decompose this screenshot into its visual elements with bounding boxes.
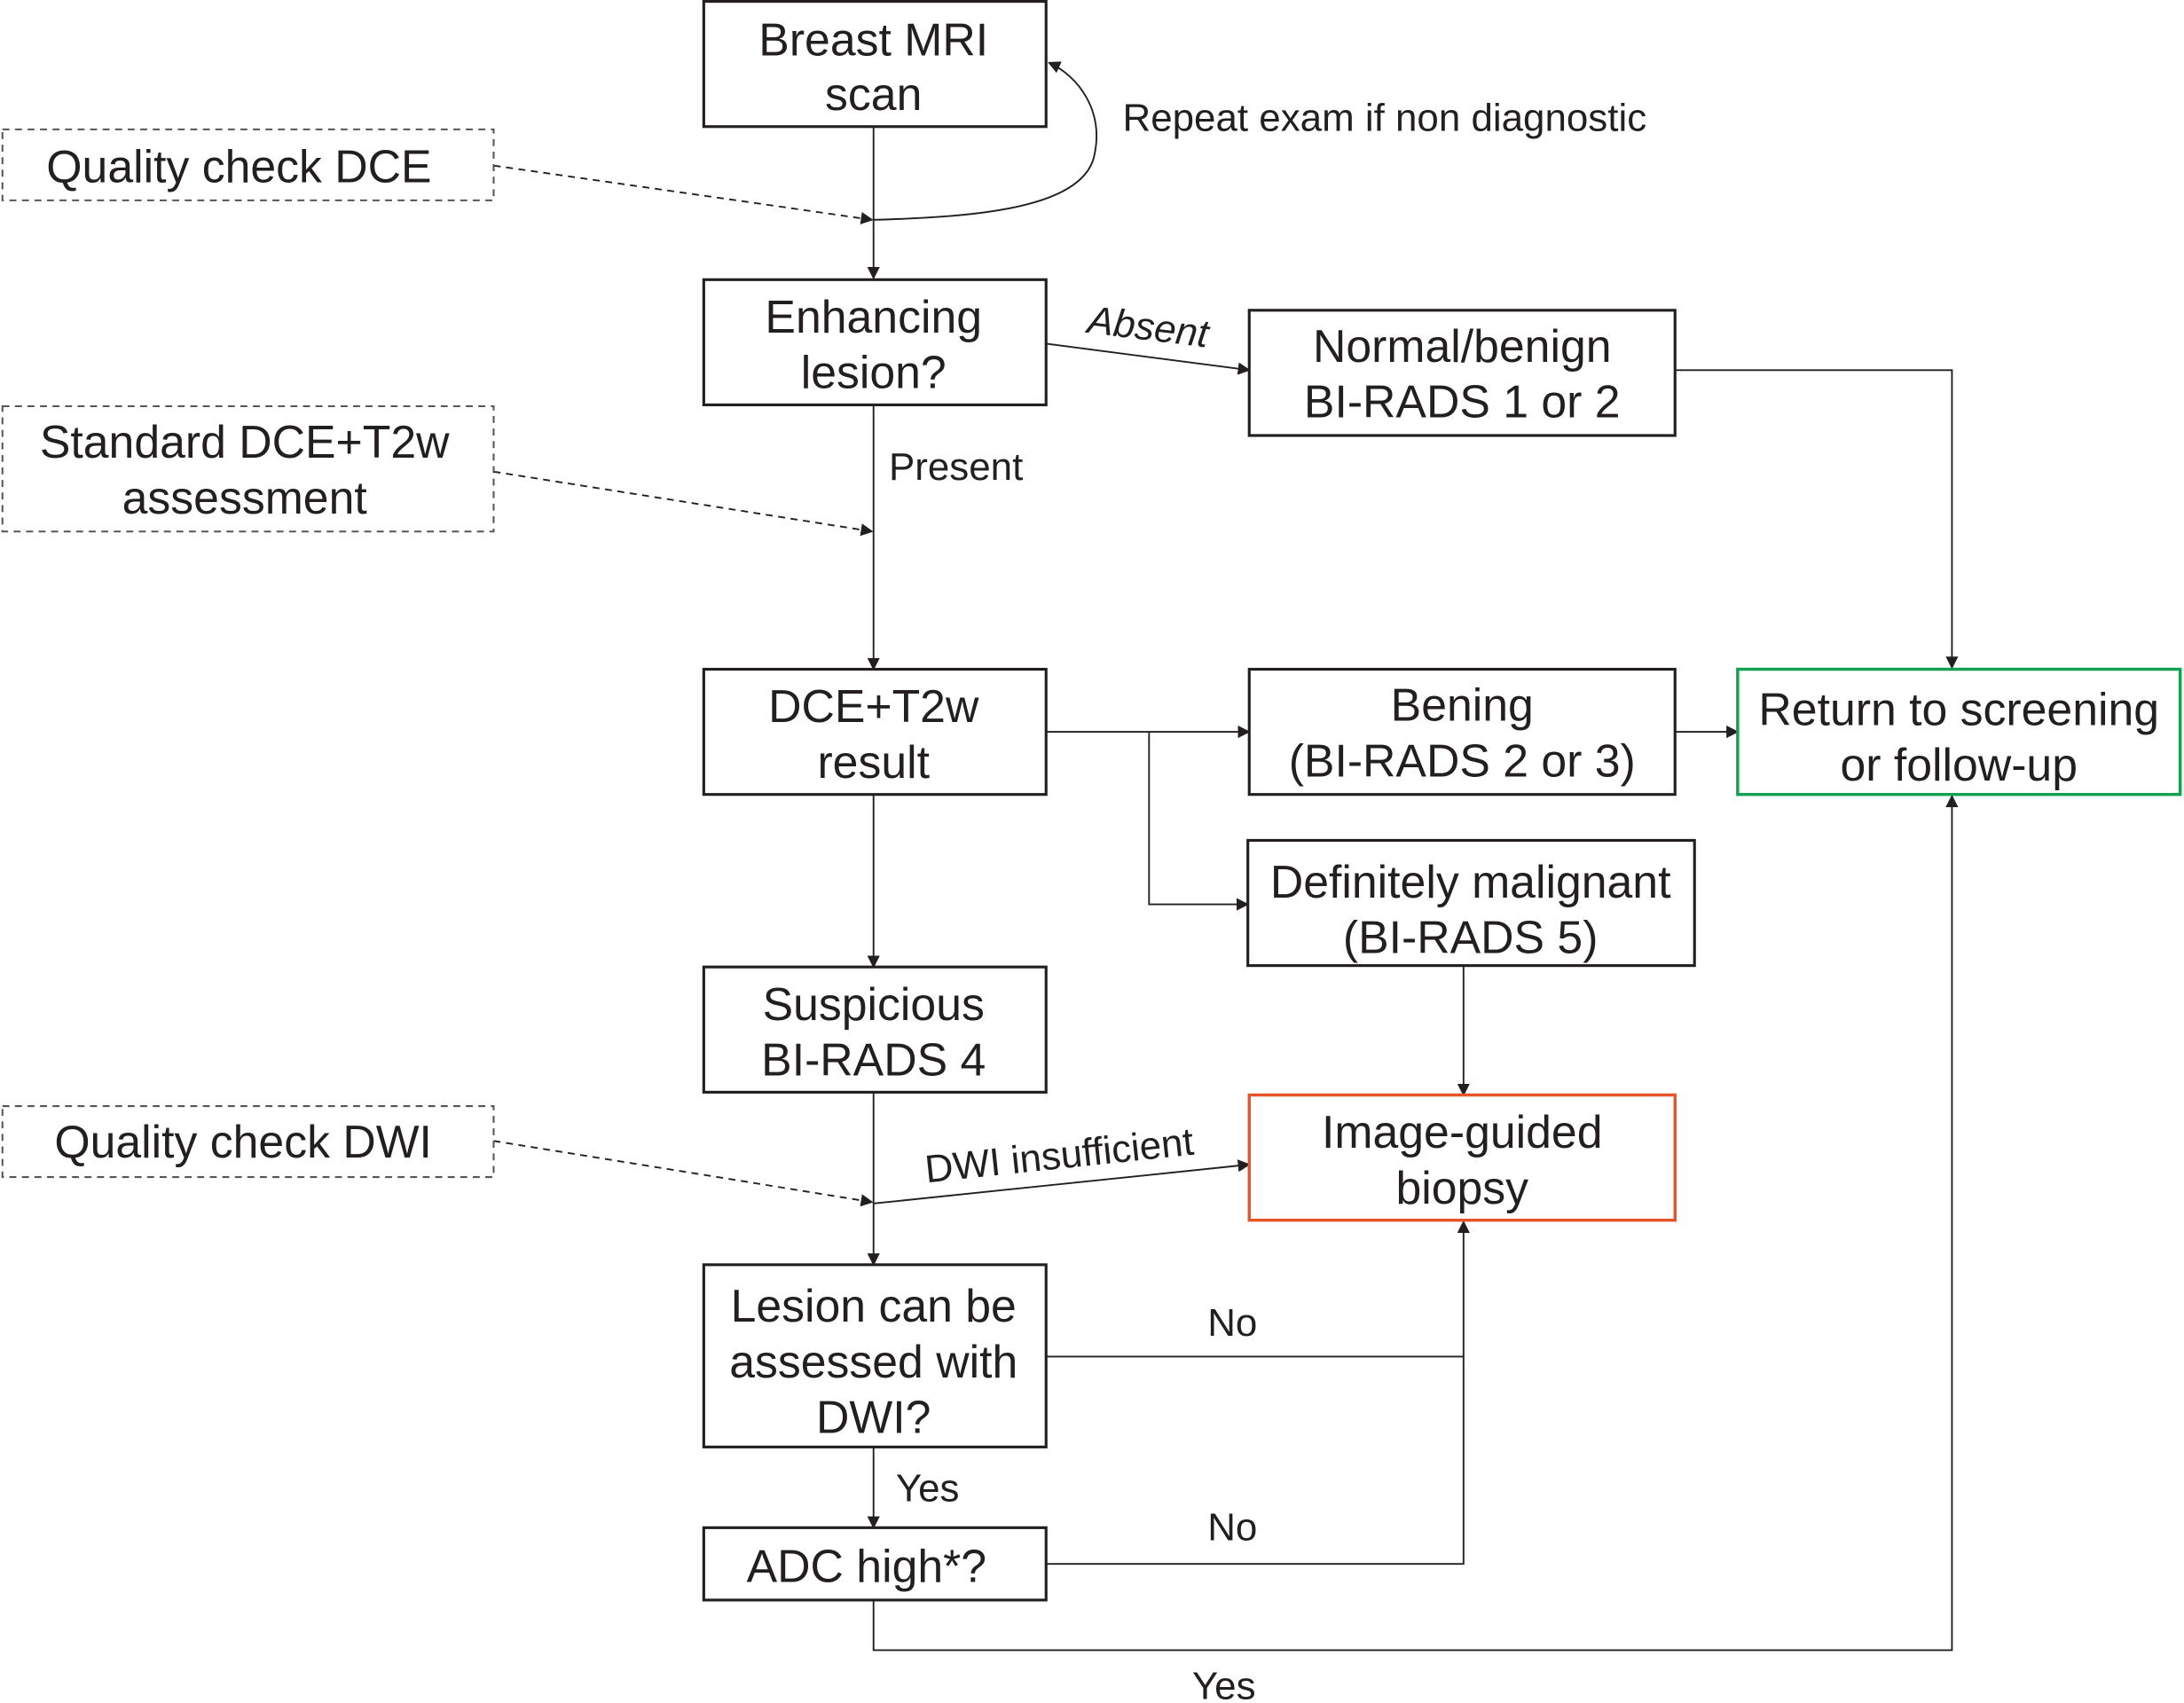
label-yes-assess: Yes (896, 1467, 960, 1511)
edge-normal-to-return (1675, 369, 1959, 670)
node-text: Return to screening (1758, 683, 2159, 734)
label-no-adc: No (1207, 1505, 1257, 1549)
connectors (493, 61, 1959, 1652)
note-text: Quality check DCE (46, 140, 431, 192)
node-text: Image-guided (1322, 1106, 1602, 1158)
note-text: assessment (122, 472, 367, 523)
node-dwi-assessable: Lesion can be assessed with DWI? (702, 1263, 1048, 1448)
node-text: lesion? (801, 347, 947, 398)
node-text: scan (825, 68, 922, 120)
node-return-to-screening: Return to screening or follow-up (1736, 667, 2182, 797)
node-enhancing-lesion: Enhancing lesion? (702, 278, 1048, 407)
dashed-edge-qc-dwi (493, 1140, 874, 1207)
node-text: (BI-RADS 5) (1343, 912, 1599, 963)
edge-dwi-insufficient (873, 1159, 1251, 1205)
node-text: biopsy (1395, 1162, 1528, 1213)
node-text: Breast MRI (758, 14, 988, 66)
note-text: Quality check DWI (54, 1116, 432, 1167)
edge-repeat-loop (873, 61, 1097, 221)
node-text: or follow-up (1841, 739, 2078, 790)
node-text: Bening (1391, 679, 1534, 731)
node-text: Enhancing (765, 291, 982, 342)
node-text: (BI-RADS 2 or 3) (1289, 734, 1636, 786)
node-text: assessed with (729, 1336, 1017, 1387)
label-no-assess: No (1207, 1301, 1257, 1345)
label-yes-adc: Yes (1192, 1664, 1256, 1703)
node-text: DWI? (816, 1392, 931, 1443)
note-standard-assessment: Standard DCE+T2w assessment (1, 405, 495, 533)
node-mri-scan: Breast MRI scan (702, 0, 1048, 129)
node-definitely-malignant: Definitely malignant (BI-RADS 5) (1246, 838, 1696, 968)
node-dce-result: DCE+T2w result (702, 667, 1048, 797)
label-present: Present (889, 445, 1023, 489)
dashed-edge-qc-dce (493, 164, 874, 225)
node-text: BI-RADS 1 or 2 (1304, 376, 1621, 428)
edge-enhancing-absent (1046, 342, 1251, 375)
node-suspicious: Suspicious BI-RADS 4 (702, 965, 1048, 1094)
node-normal-benign: Normal/benign BI-RADS 1 or 2 (1247, 309, 1677, 437)
edge-adc-no-to-biopsy (1046, 1356, 1465, 1566)
node-bening: Bening (BI-RADS 2 or 3) (1247, 667, 1677, 797)
node-text: Lesion can be (731, 1280, 1017, 1331)
note-quality-check-dce: Quality check DCE (1, 128, 495, 201)
label-dwi-insufficient: DWI insufficient (923, 1120, 1196, 1192)
node-text: ADC high*? (747, 1541, 986, 1592)
edge-dce-to-malignant (1148, 732, 1250, 911)
label-repeat-exam: Repeat exam if non diagnostic (1123, 96, 1647, 139)
edge-adc-yes-to-return (872, 794, 1959, 1652)
node-adc-high: ADC high*? (702, 1526, 1048, 1602)
node-text: DCE+T2w (768, 680, 979, 732)
node-image-guided-biopsy: Image-guided biopsy (1247, 1093, 1677, 1222)
node-text: Suspicious (763, 978, 985, 1030)
note-text: Standard DCE+T2w (40, 416, 450, 467)
note-quality-check-dwi: Quality check DWI (1, 1105, 495, 1179)
node-text: Definitely malignant (1270, 856, 1671, 907)
node-text: BI-RADS 4 (761, 1034, 986, 1086)
node-text: result (817, 736, 930, 788)
label-absent: Absent (1083, 298, 1213, 357)
node-text: Normal/benign (1313, 320, 1612, 372)
dashed-edge-standard (493, 470, 874, 537)
